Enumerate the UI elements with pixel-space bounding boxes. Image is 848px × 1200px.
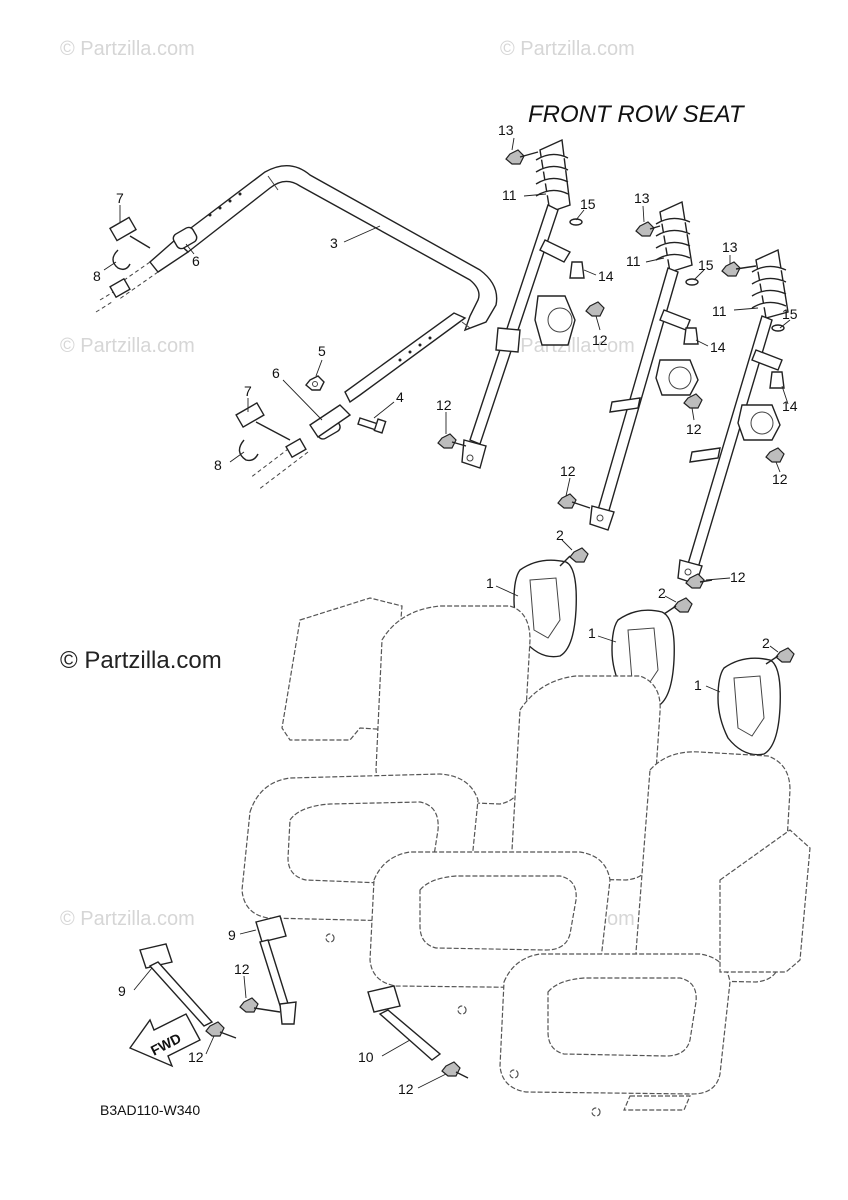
watermark: © Partzilla.com: [500, 38, 635, 60]
callout-6: 6: [272, 365, 280, 381]
callout-6: 6: [192, 253, 200, 269]
callout-12: 12: [592, 332, 608, 348]
watermark: © Partzilla.com: [60, 335, 195, 357]
watermark: © Partzilla.com: [60, 38, 195, 60]
callout-12: 12: [772, 471, 788, 487]
callout-12: 12: [730, 569, 746, 585]
leader-lines: [103, 137, 791, 1089]
callout-15: 15: [580, 196, 596, 212]
callout-11: 11: [712, 303, 727, 319]
callout-15: 15: [782, 306, 798, 322]
callout-12: 12: [188, 1049, 204, 1065]
callout-12: 12: [398, 1081, 414, 1097]
callout-8: 8: [214, 457, 222, 473]
buckle-c: [367, 985, 469, 1079]
mount-bracket-upper: [95, 216, 198, 313]
callouts: 13 11 15 14 12 13 11 15 14 12 13 11 15 1…: [93, 122, 798, 1097]
watermark: © Partzilla.com: [60, 908, 195, 930]
callout-13: 13: [498, 122, 514, 138]
roll-bar: [149, 165, 498, 404]
callout-12: 12: [234, 961, 250, 977]
callout-13: 13: [722, 239, 738, 255]
seatbelt-retractor-c: [677, 248, 789, 589]
headrest-c: [717, 647, 795, 756]
callout-5: 5: [318, 343, 326, 359]
callout-4: 4: [396, 389, 404, 405]
callout-1: 1: [694, 677, 702, 693]
watermark-large: © Partzilla.com: [60, 647, 222, 674]
watermark: © Partzilla.com: [500, 335, 635, 357]
callout-7: 7: [244, 383, 252, 399]
callout-2: 2: [556, 527, 564, 543]
buckle-b: [239, 915, 297, 1025]
callout-14: 14: [782, 398, 798, 414]
callout-15: 15: [698, 257, 714, 273]
seats: [241, 597, 811, 1117]
callout-8: 8: [93, 268, 101, 284]
callout-13: 13: [634, 190, 650, 206]
buckle-a: [139, 943, 237, 1039]
callout-11: 11: [626, 253, 641, 269]
fwd-arrow: FWD: [128, 1013, 201, 1068]
callout-9: 9: [228, 927, 236, 943]
seatbelt-retractor-b: [557, 200, 703, 531]
mount-bracket-lower: [235, 375, 387, 491]
callout-1: 1: [486, 575, 494, 591]
seatbelt-retractor-a: [437, 138, 605, 469]
callout-1: 1: [588, 625, 596, 641]
callout-2: 2: [658, 585, 666, 601]
callout-14: 14: [710, 339, 726, 355]
callout-9: 9: [118, 983, 126, 999]
callout-12: 12: [686, 421, 702, 437]
callout-10: 10: [358, 1049, 374, 1065]
diagram-title: FRONT ROW SEAT: [528, 101, 746, 128]
diagram-code: B3AD110-W340: [100, 1102, 200, 1118]
callout-7: 7: [116, 190, 124, 206]
callout-14: 14: [598, 268, 614, 284]
callout-11: 11: [502, 187, 517, 203]
callout-2: 2: [762, 635, 770, 651]
callout-12: 12: [560, 463, 576, 479]
callout-3: 3: [330, 235, 338, 251]
callout-12: 12: [436, 397, 452, 413]
